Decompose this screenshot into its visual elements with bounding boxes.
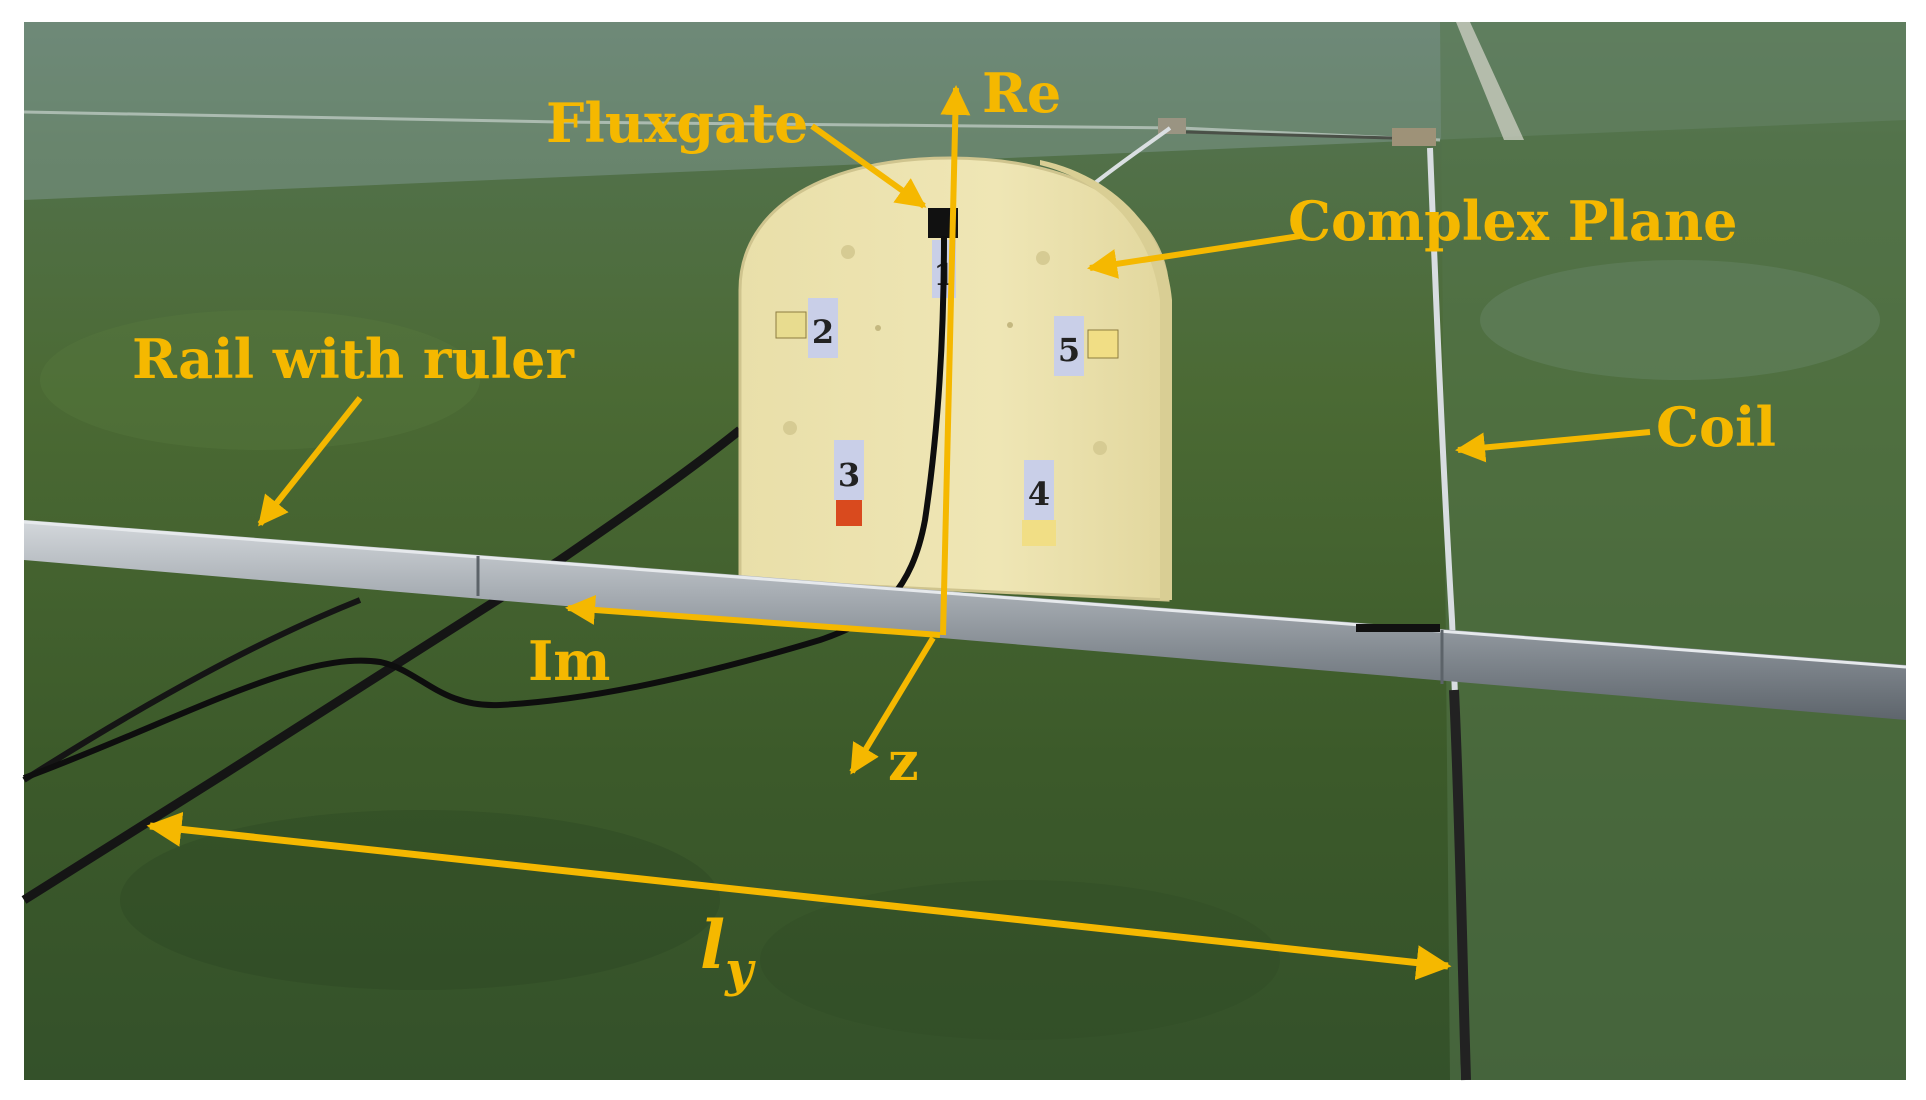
rail-pointer-arrow [257, 396, 363, 527]
sensor-tag-3: 3 [834, 440, 864, 526]
ly-label: ly [700, 906, 756, 998]
sensor-tag-5: 5 [1054, 316, 1119, 376]
z-axis-arrow [849, 636, 936, 775]
rail [24, 520, 1906, 720]
mount-hole [1093, 441, 1107, 455]
mount-hole [783, 421, 797, 435]
turf-patch [120, 810, 720, 990]
coil-pointer-arrow [1455, 429, 1651, 463]
mount-hole [1036, 251, 1050, 265]
re-axis-arrow [940, 85, 971, 636]
turf-patch [40, 310, 480, 450]
ly-label-base: l [700, 906, 725, 984]
ly-dimension-arrow [146, 811, 1452, 981]
mount-hole [841, 245, 855, 259]
sensor-tag-2: 2 [775, 298, 838, 358]
fluxgate-pointer-arrow [810, 123, 927, 209]
sensor-tag-3-label: 3 [838, 456, 860, 494]
z-axis-label: z [888, 729, 919, 793]
far-field-lines [23, 110, 1441, 142]
sensor-tag-4: 4 [1022, 460, 1056, 546]
field-block [1392, 128, 1436, 146]
im-axis-label: Im [528, 629, 610, 693]
diagonal-cable-2 [22, 597, 362, 783]
turf-patch [760, 880, 1280, 1040]
field-marking [1456, 22, 1524, 140]
im-axis-arrow [565, 594, 941, 638]
far-cable-2 [1185, 130, 1393, 140]
turf-right-section [1440, 22, 1906, 1080]
rail-with-ruler-label: Rail with ruler [132, 327, 575, 391]
fluxgate-cable [22, 235, 947, 781]
sensor-tag-5-label: 5 [1058, 331, 1080, 369]
fluxgate-label: Fluxgate [546, 91, 808, 155]
coil-cable-dark [1449, 689, 1471, 1081]
sensor-tag-2-label: 2 [812, 313, 834, 351]
sensor-tag-4-label: 4 [1028, 475, 1050, 513]
rail-marker [1356, 624, 1440, 632]
mount-hole [875, 325, 881, 331]
coil-label: Coil [1656, 395, 1776, 459]
complex-plane-pointer-arrow [1087, 233, 1301, 279]
complex-plane-label: Complex Plane [1288, 189, 1737, 253]
turf-patch [1480, 260, 1880, 380]
re-axis-label: Re [982, 61, 1061, 125]
rail-highlight [23, 520, 1907, 669]
mount-hole [1007, 322, 1013, 328]
ly-label-subscript: y [724, 942, 756, 998]
